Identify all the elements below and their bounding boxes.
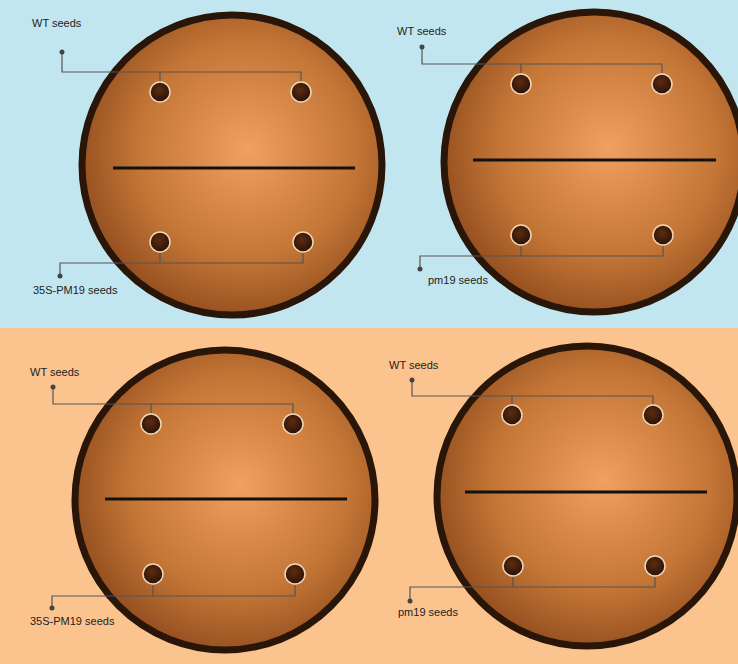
seed — [285, 564, 305, 584]
seed — [283, 414, 303, 434]
seed — [503, 556, 523, 576]
seed-label: pm19 seeds — [398, 606, 458, 619]
leader-dot — [51, 385, 56, 390]
divider-line — [113, 167, 355, 170]
leader-dot — [50, 606, 55, 611]
seed — [293, 232, 313, 252]
petri-dish — [437, 346, 737, 646]
seed — [502, 405, 522, 425]
seed — [291, 82, 311, 102]
petri-dish — [75, 350, 375, 650]
seed — [150, 232, 170, 252]
leader-dot — [58, 274, 63, 279]
leader-line — [420, 246, 663, 269]
seed-label: WT seeds — [389, 359, 438, 372]
leader-line — [410, 577, 655, 601]
seed-label: pm19 seeds — [428, 274, 488, 287]
leader-line — [52, 585, 295, 608]
seed — [511, 74, 531, 94]
seed — [511, 225, 531, 245]
divider-line — [105, 498, 347, 501]
seed — [150, 82, 170, 102]
leader-dot — [418, 267, 423, 272]
seed-label: WT seeds — [30, 366, 79, 379]
bottom-panel — [0, 328, 738, 664]
leader-line — [422, 47, 662, 73]
leader-dot — [420, 45, 425, 50]
leader-line — [412, 380, 653, 404]
leader-dot — [408, 599, 413, 604]
seed-label: 35S-PM19 seeds — [33, 284, 117, 297]
seed — [652, 74, 672, 94]
seed — [141, 414, 161, 434]
divider-line — [473, 159, 716, 162]
divider-line — [465, 491, 707, 494]
petri-dish — [444, 12, 738, 312]
leader-dot — [60, 50, 65, 55]
seed-label: 35S-PM19 seeds — [30, 615, 114, 628]
leader-line — [60, 253, 303, 276]
seed-label: WT seeds — [397, 25, 446, 38]
petri-dish — [82, 15, 382, 315]
seed — [143, 564, 163, 584]
seed-label: WT seeds — [32, 17, 81, 30]
seed — [653, 225, 673, 245]
leader-dot — [410, 378, 415, 383]
seed — [645, 556, 665, 576]
seed — [643, 405, 663, 425]
leader-line — [62, 52, 301, 81]
leader-line — [53, 387, 293, 413]
